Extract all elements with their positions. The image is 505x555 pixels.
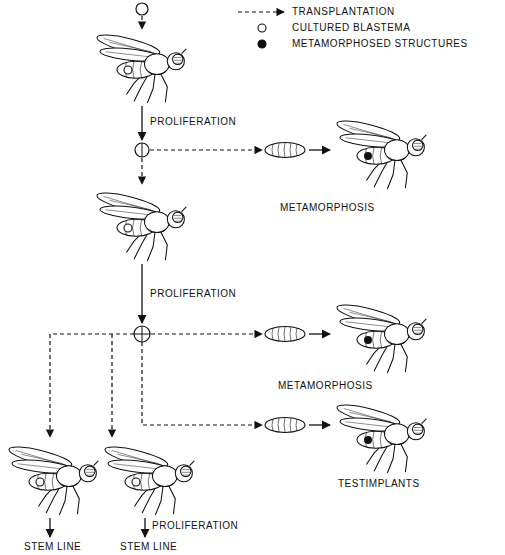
larva-pupa: [265, 418, 305, 433]
host-fly: [95, 189, 186, 261]
stem-fly: [7, 443, 98, 515]
process-label: METAMORPHOSIS: [280, 202, 375, 214]
stem-fly: [103, 443, 194, 515]
process-label: PROLIFERATION: [152, 520, 238, 532]
transplant-arrow: [141, 158, 142, 184]
proliferation-arrow: [144, 518, 145, 537]
transplant-arrow: [50, 334, 134, 437]
split-line: [134, 326, 150, 342]
transplant-arrow: [142, 342, 262, 425]
process-label: METAMORPHOSIS: [278, 380, 373, 392]
transplant-arrow: [141, 16, 142, 29]
legend-text: TRANSPLANTATION: [292, 6, 395, 18]
test-label: TESTIMPLANTS: [338, 478, 420, 490]
metamorphosed-fly: [335, 301, 426, 373]
metamorphosis-arrow: [309, 149, 330, 150]
larva-pupa: [265, 327, 305, 342]
metamorphosed-fly: [335, 117, 426, 189]
legend-sample: [258, 24, 266, 32]
stem-label: STEM LINE: [24, 541, 81, 553]
proliferation-arrow: [141, 106, 142, 140]
metamorphosis-arrow: [309, 424, 330, 425]
blastema-circle: [124, 224, 132, 232]
legend-open-circle: [258, 24, 266, 32]
metamorphosed-dot: [364, 152, 372, 160]
process-label: PROLIFERATION: [150, 116, 236, 128]
proliferation-arrow: [49, 518, 50, 537]
legend-text: METAMORPHOSED STRUCTURES: [292, 38, 468, 50]
transplant-arrow: [151, 333, 262, 334]
split-blastema: [135, 143, 149, 157]
proliferation-arrow: [141, 264, 142, 323]
process-label: PROLIFERATION: [150, 288, 236, 300]
transplant-arrow: [150, 149, 262, 150]
legend-dashed-arrow: [238, 11, 284, 12]
blastema-circle: [124, 66, 132, 74]
blastema-circle: [36, 478, 44, 486]
legend-filled-dot: [258, 40, 266, 48]
legend-sample: [238, 12, 284, 13]
transplant-arrow: [111, 334, 112, 437]
metamorphosed-dot: [364, 336, 372, 344]
metamorphosed-dot: [364, 436, 372, 444]
legend-text: CULTURED BLASTEMA: [292, 22, 410, 34]
stem-label: STEM LINE: [120, 541, 177, 553]
split-line: [142, 143, 143, 157]
legend-sample: [258, 40, 266, 48]
blastema-circle: [136, 3, 148, 15]
quartered-blastema: [134, 326, 150, 342]
metamorphosis-arrow: [309, 333, 330, 334]
host-fly: [95, 31, 186, 103]
blastema-circle: [132, 478, 140, 486]
test-fly: [335, 401, 426, 473]
larva-pupa: [265, 143, 305, 158]
